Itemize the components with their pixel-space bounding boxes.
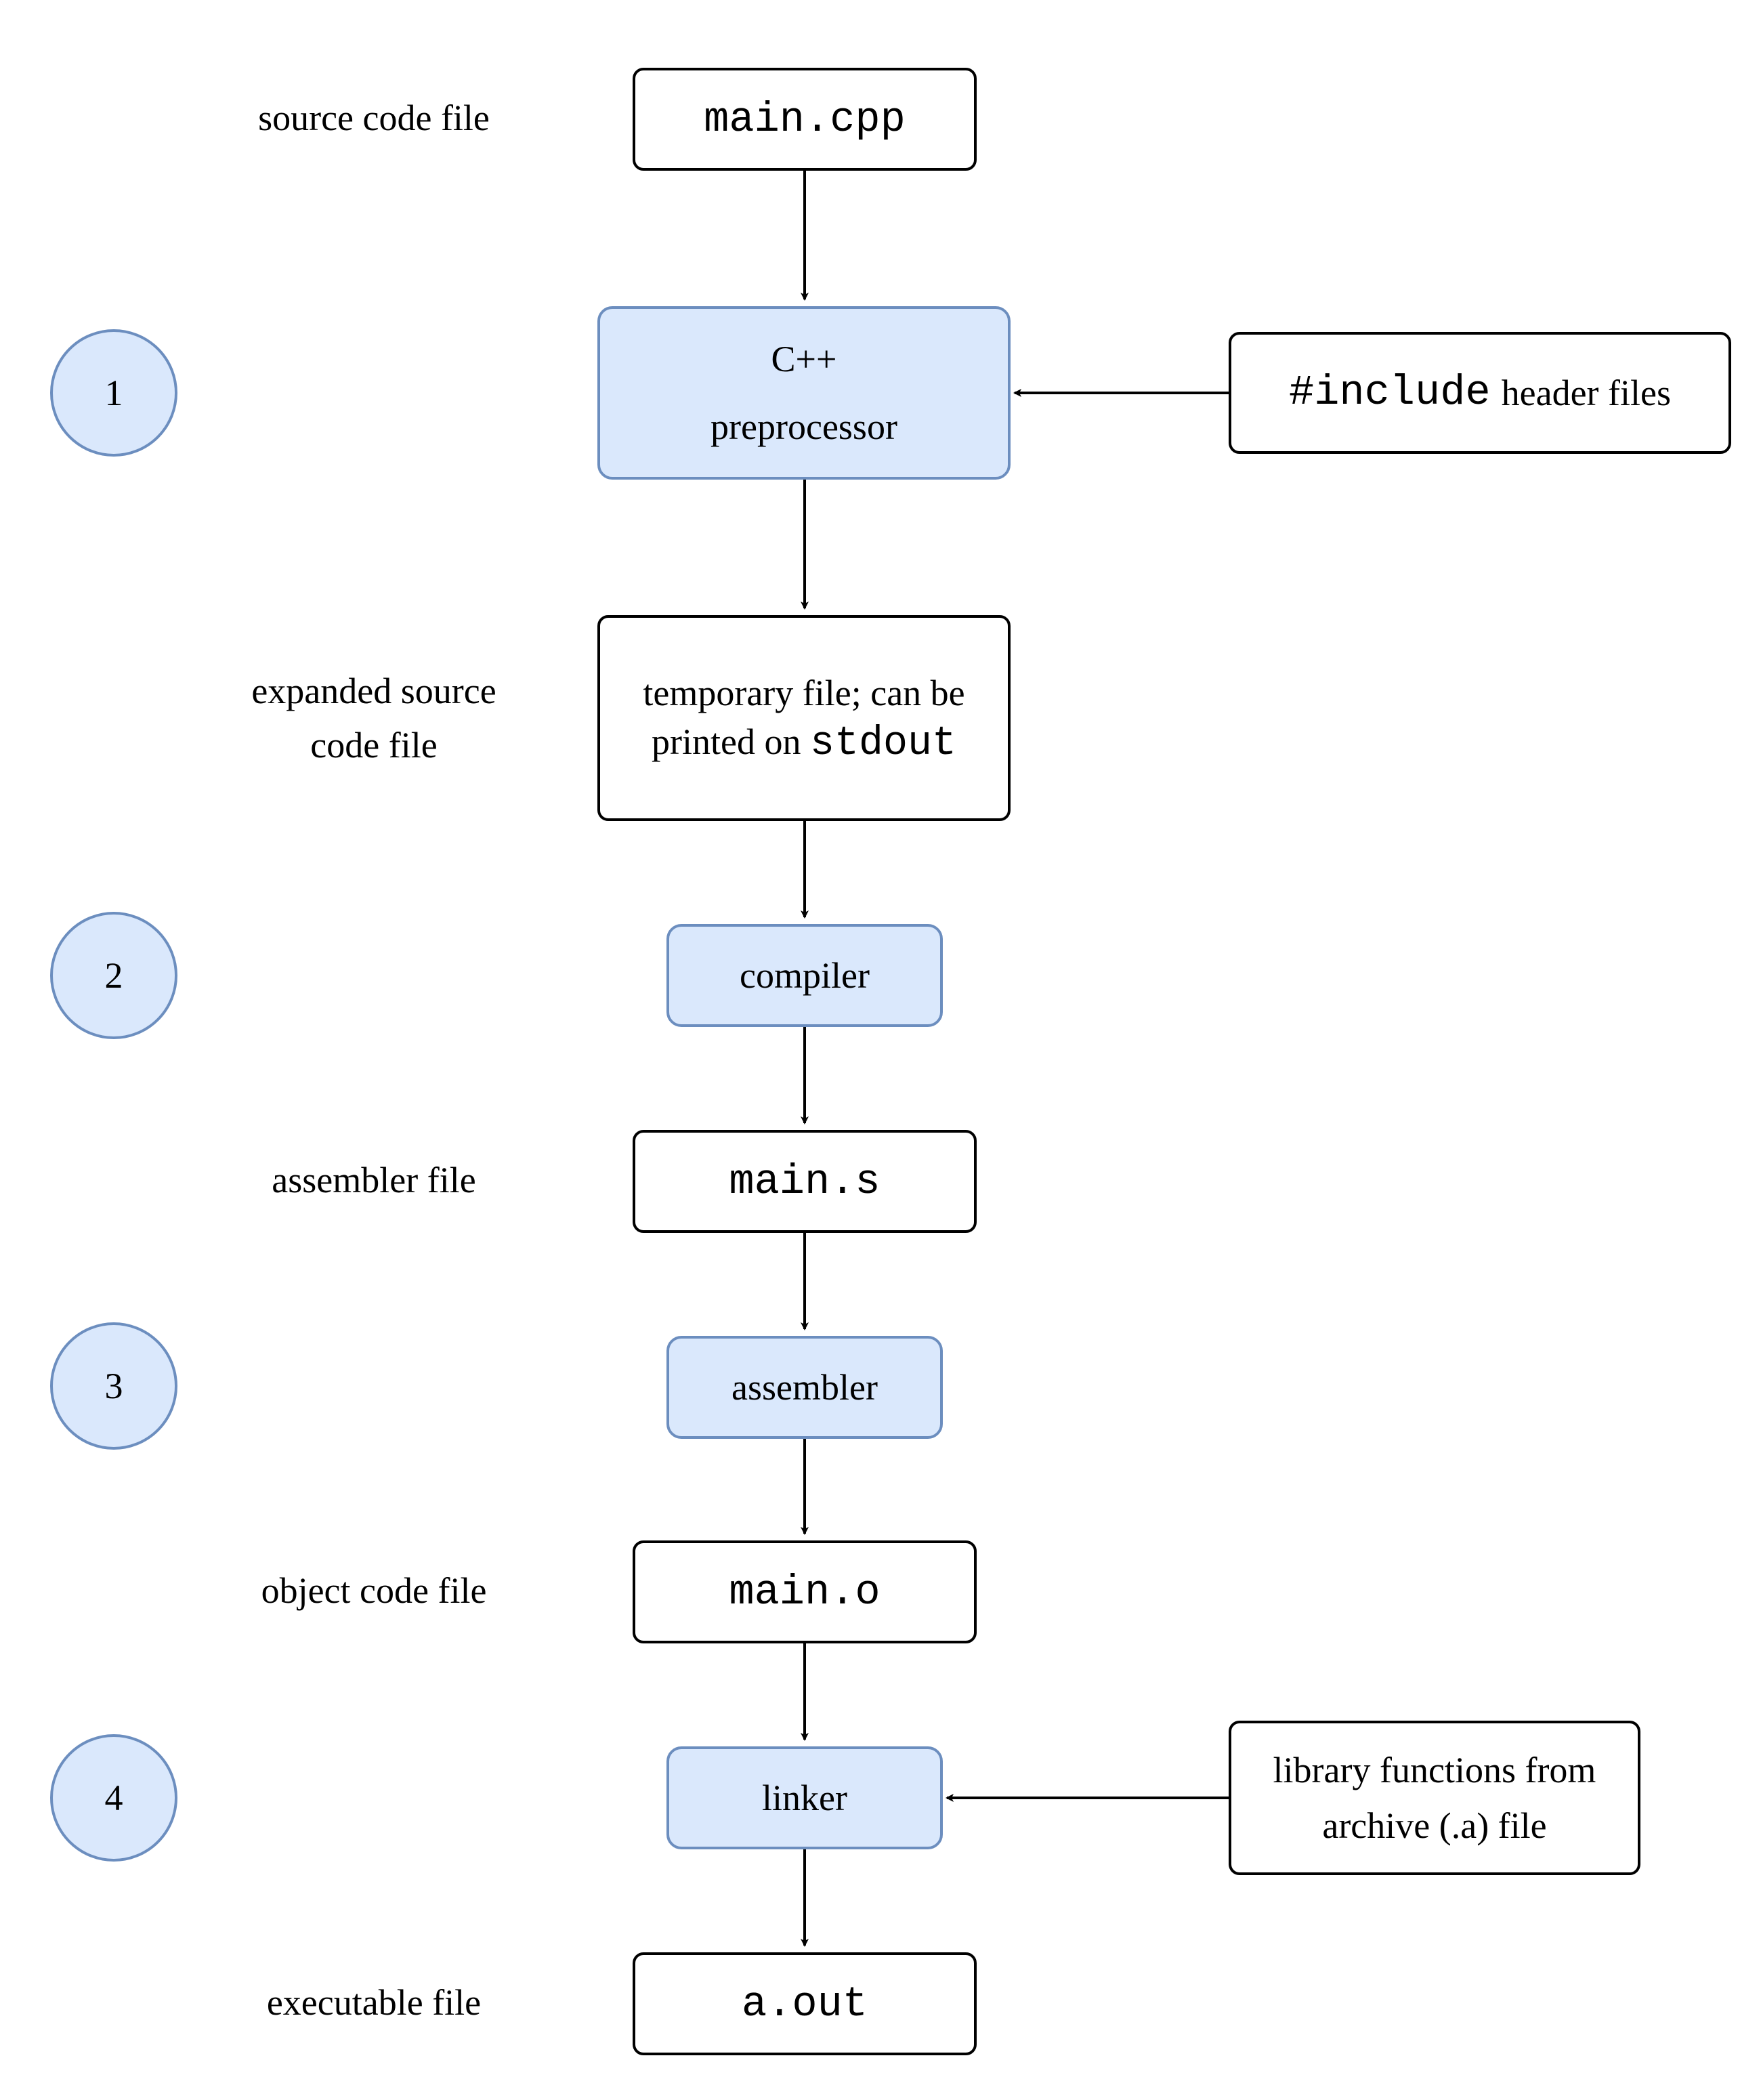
temp-line2-prefix: printed on [651, 721, 801, 762]
label-expanded-source-code-file: expanded source code file [190, 664, 558, 772]
preprocessor-line2: preprocessor [710, 406, 897, 447]
temp-line2: printed on stdout [652, 717, 956, 768]
file-main-o: main.o [633, 1540, 977, 1643]
step-3-number: 3 [104, 1366, 123, 1406]
label-executable-file: executable file [266, 1982, 482, 2023]
process-compiler: compiler [666, 924, 943, 1027]
label-assembler-file: assembler file [272, 1160, 476, 1200]
process-assembler: assembler [666, 1336, 943, 1439]
file-main-s: main.s [633, 1130, 977, 1233]
label-expanded-line1: expanded source [251, 671, 496, 711]
step-3-circle: 3 [50, 1322, 177, 1450]
library-line2: archive (.a) file [1322, 1805, 1547, 1846]
file-temporary-expanded: temporary file; can be printed on stdout [597, 615, 1011, 821]
step-4-number: 4 [104, 1778, 123, 1818]
file-a-out: a.out [633, 1952, 977, 2055]
process-preprocessor: C++ preprocessor [597, 306, 1011, 480]
library-line1: library functions from [1273, 1750, 1596, 1790]
step-2-number: 2 [104, 955, 123, 996]
file-main-cpp: main.cpp [633, 68, 977, 171]
include-text: header files [1501, 373, 1671, 413]
include-directive: #include [1288, 369, 1491, 417]
input-include-header-files: #include header files [1229, 332, 1731, 454]
temp-line1: temporary file; can be [643, 672, 965, 713]
label-expanded-line2: code file [310, 725, 438, 765]
preprocessor-line1: C++ [771, 339, 837, 379]
label-source-code-file: source code file [258, 98, 490, 138]
step-1-number: 1 [104, 373, 123, 413]
stdout-code: stdout [809, 720, 956, 767]
step-1-circle: 1 [50, 329, 177, 457]
input-library-archive: library functions from archive (.a) file [1229, 1721, 1640, 1875]
process-linker: linker [666, 1746, 943, 1849]
label-object-code-file: object code file [261, 1570, 487, 1611]
step-2-circle: 2 [50, 912, 177, 1039]
step-4-circle: 4 [50, 1734, 177, 1862]
